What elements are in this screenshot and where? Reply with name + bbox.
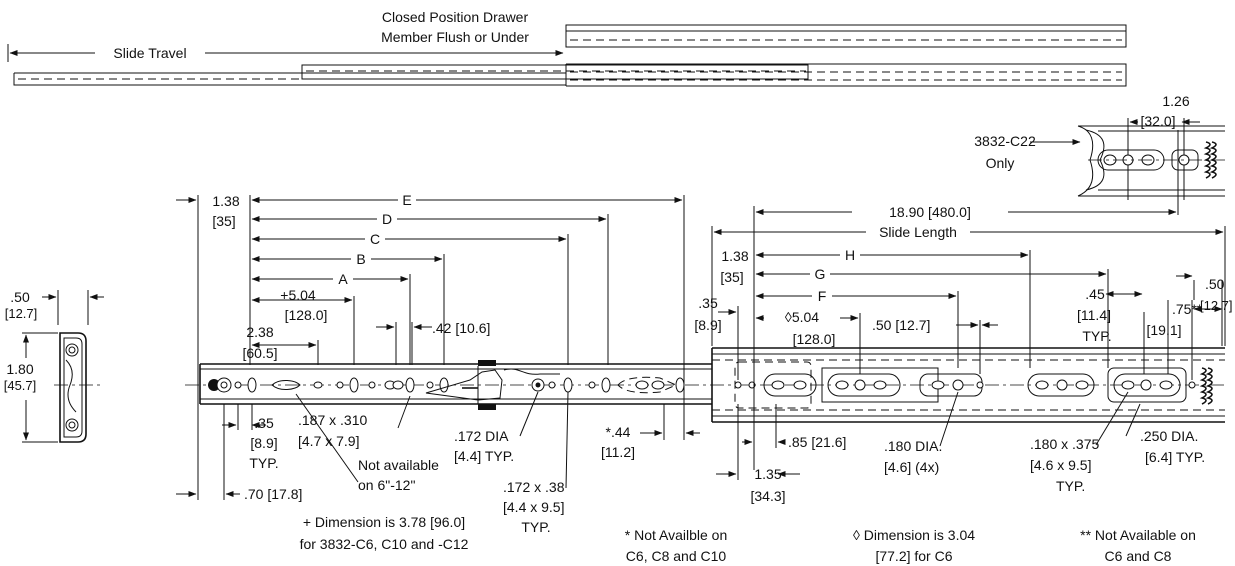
part-only-label: Only — [986, 155, 1015, 171]
dim-0-42: .42 [10.6] — [432, 320, 490, 336]
dim-0-44-mm: [11.2] — [601, 444, 635, 460]
detail-view-c22: 3832-C22 Only 1.26 [32.0] — [974, 93, 1225, 200]
dim-E-label: E — [402, 192, 411, 208]
dim-B-label: B — [356, 251, 365, 267]
hole-250-dia: .250 DIA. — [1140, 428, 1198, 444]
footnotes: + Dimension is 3.78 [96.0] for 3832-C6, … — [300, 514, 1196, 564]
cross-section-view: .50 [12.7] 1.80 [45.7] — [4, 289, 104, 443]
slot-172x38-value: .172 x .38 — [503, 479, 565, 495]
dim-r-5-04-value: ◊5.04 — [785, 309, 819, 325]
closed-position-label-2: Member Flush or Under — [381, 29, 529, 45]
note-star-line2: C6, C8 and C10 — [626, 548, 727, 564]
note-double-star-line1: ** Not Available on — [1080, 527, 1196, 543]
slot-172x38-mm: [4.4 x 9.5] — [503, 499, 564, 515]
note-double-star-line2: C6 and C8 — [1105, 548, 1172, 564]
dim-1-38-value: 1.38 — [212, 193, 239, 209]
dim-r-1-35-value: 1.35 — [754, 466, 781, 482]
dim-r-0-50b-mm: [12.7] — [1200, 298, 1233, 313]
note-diamond-line1: ◊ Dimension is 3.04 — [853, 527, 975, 543]
not-available-note-2: on 6"-12" — [358, 477, 415, 493]
slide-side-view — [185, 347, 1225, 423]
dim-r-0-50: .50 [12.7] — [872, 317, 930, 333]
dim-r-0-35-value: .35 — [698, 295, 718, 311]
hole-180-dia: .180 DIA. — [884, 438, 942, 454]
dim-1-38-mm: [35] — [212, 213, 235, 229]
slide-travel-label: Slide Travel — [113, 45, 186, 61]
section-width-value: .50 — [10, 289, 30, 305]
dim-r-0-45-value: .45 — [1085, 286, 1105, 302]
slide-length-label: Slide Length — [879, 224, 957, 240]
slot-180x375-typ: TYP. — [1056, 478, 1085, 494]
dim-r-5-04-mm: [128.0] — [793, 331, 836, 347]
note-plus-line1: + Dimension is 3.78 [96.0] — [303, 514, 465, 530]
detail-dim-mm: [32.0] — [1140, 113, 1175, 129]
hole-180-dia-mm: [4.6] (4x) — [884, 459, 939, 475]
note-plus-line2: for 3832-C6, C10 and -C12 — [300, 536, 469, 552]
note-star-line1: * Not Availble on — [625, 527, 727, 543]
section-width-mm: [12.7] — [5, 306, 38, 321]
dim-0-35-typ: TYP. — [249, 455, 278, 471]
dim-5-04-value: +5.04 — [280, 287, 316, 303]
dim-5-04-mm: [128.0] — [285, 307, 328, 323]
dim-r-0-75-value: .75** — [1172, 301, 1203, 317]
section-height-mm: [45.7] — [4, 378, 37, 393]
detail-dim-value: 1.26 — [1162, 93, 1189, 109]
dim-H-label: H — [845, 247, 855, 263]
slot-180x375-mm: [4.6 x 9.5] — [1030, 457, 1091, 473]
dim-r-0-50b-value: .50 — [1205, 276, 1225, 292]
dim-2-38-value: 2.38 — [246, 324, 273, 340]
part-number-label: 3832-C22 — [974, 133, 1036, 149]
dim-r-0-85: .85 [21.6] — [788, 434, 846, 450]
dim-0-44-value: *.44 — [606, 424, 631, 440]
dim-A-label: A — [338, 271, 348, 287]
dim-r-0-45-mm: [11.4] — [1077, 307, 1111, 323]
dim-r-1-38-value: 1.38 — [721, 248, 748, 264]
not-available-note: Not available — [358, 457, 439, 473]
note-diamond-line2: [77.2] for C6 — [875, 548, 952, 564]
closed-position-label: Closed Position Drawer — [382, 9, 529, 25]
dim-0-70: .70 [17.8] — [244, 486, 302, 502]
dim-0-35-mm: [8.9] — [250, 435, 277, 451]
dim-r-0-35-mm: [8.9] — [694, 317, 721, 333]
dim-r-0-75-mm: [19.1] — [1146, 322, 1181, 338]
hole-250-dia-mm: [6.4] TYP. — [1145, 449, 1205, 465]
dim-D-label: D — [382, 211, 392, 227]
hole-172-dia-mm: [4.4] TYP. — [454, 448, 514, 464]
slot-180x375-value: .180 x .375 — [1030, 436, 1099, 452]
dim-18-90: 18.90 [480.0] — [889, 204, 971, 220]
section-height-value: 1.80 — [6, 361, 33, 377]
dim-F-label: F — [818, 288, 827, 304]
dim-G-label: G — [815, 266, 826, 282]
dim-0-35-value: .35 — [254, 415, 274, 431]
slot-172x38-typ: TYP. — [521, 519, 550, 535]
dim-r-0-45-typ: TYP. — [1082, 328, 1111, 344]
dim-C-label: C — [370, 231, 380, 247]
left-dimensions: 1.38 [35] E D C B A +5.04 [128.0] 2.38 [… — [176, 192, 700, 535]
dim-r-1-35-mm: [34.3] — [750, 488, 785, 504]
dim-r-1-38-mm: [35] — [720, 269, 743, 285]
slot-187x310-value: .187 x .310 — [298, 412, 367, 428]
hole-172-dia: .172 DIA — [454, 428, 509, 444]
dim-2-38-mm: [60.5] — [242, 345, 277, 361]
top-view: Slide Travel Closed Position Drawer Memb… — [7, 9, 1127, 87]
right-dimensions: 18.90 [480.0] Slide Length 1.38 [35] H G… — [694, 130, 1233, 504]
